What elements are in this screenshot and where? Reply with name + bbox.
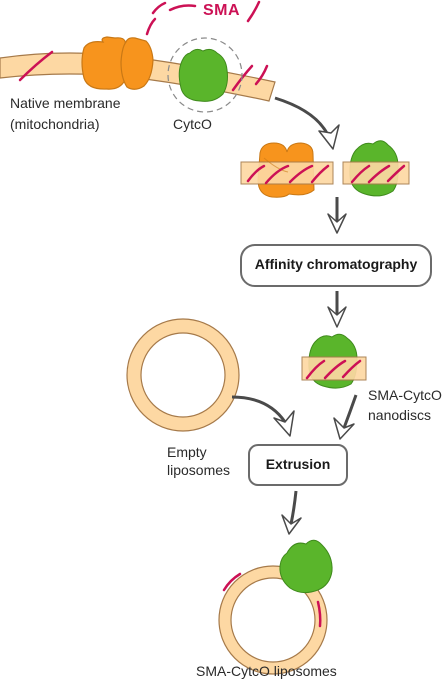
extrusion-label: Extrusion (265, 456, 331, 472)
sma-cytco-nanodisc (301, 333, 367, 389)
arrow-extraction (274, 96, 340, 150)
empty-liposome (126, 318, 240, 432)
arrow-nanodisc-to-extrusion (333, 394, 358, 440)
sma-polymer-native (18, 50, 254, 92)
arrow-from-affinity (327, 291, 347, 328)
native-membrane-sublabel: (mitochondria) (10, 116, 100, 132)
empty-liposomes-label: Empty (167, 444, 207, 460)
sma-label: SMA (203, 2, 241, 19)
sma-cytco-nanodiscs-label: SMA-CytcO (368, 387, 442, 403)
cytco-label: CytcO (173, 116, 212, 132)
extraction-dashed-circle (167, 37, 243, 113)
nanodisc-green (342, 140, 410, 197)
sma-polymer-free (145, 0, 269, 86)
orange-protein-native (81, 36, 154, 90)
sma-cytco-liposomes-label: SMA-CytcO liposomes (196, 663, 337, 679)
sma-cytco-nanodiscs-sublabel: nanodiscs (368, 407, 432, 423)
native-membrane-label: Native membrane (10, 95, 121, 111)
arrow-liposome-to-extrusion (231, 395, 295, 437)
arrow-to-affinity (327, 197, 347, 234)
affinity-box (240, 244, 432, 287)
arrow-extrusion-to-liposome (281, 490, 302, 535)
sma-cytco-liposome (218, 539, 333, 675)
extrusion-box (248, 444, 348, 486)
green-protein-native (178, 48, 228, 102)
nanodisc-orange (240, 142, 334, 198)
empty-liposomes-sublabel: liposomes (167, 462, 231, 478)
affinity-chromatography-label: Affinity chromatography (254, 256, 418, 272)
